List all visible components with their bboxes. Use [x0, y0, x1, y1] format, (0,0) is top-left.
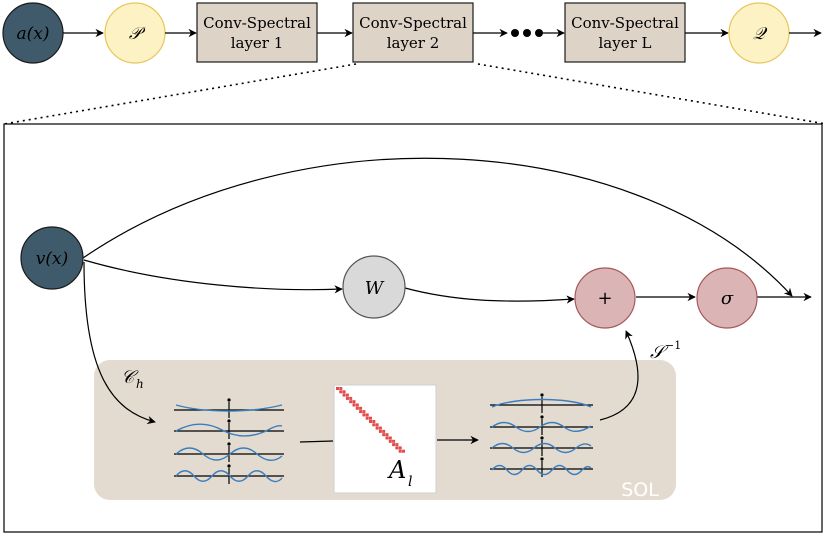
matrix-cell — [395, 446, 399, 450]
matrix-cell — [339, 387, 343, 390]
w-node: W — [342, 255, 406, 319]
matrix-cell — [365, 413, 369, 417]
matrix-cell — [382, 429, 386, 433]
layer2-index: layer 2 — [387, 34, 440, 52]
transform-subscript: h — [136, 377, 144, 391]
input-node-label: a(x) — [17, 24, 50, 44]
lift-node: 𝒫 — [104, 2, 166, 64]
matrix-cell — [388, 439, 392, 443]
matrix-cell — [336, 387, 339, 390]
matrix-cell — [342, 390, 346, 394]
matrix-cell — [349, 396, 353, 400]
matrix-subscript: l — [408, 474, 412, 490]
matrix-cell — [345, 393, 349, 397]
layerL-title: Conv-Spectral — [571, 14, 679, 32]
matrix-cell — [369, 420, 372, 423]
matrix-cell — [375, 426, 379, 430]
matrix-cell — [402, 449, 405, 453]
activation-node: σ — [696, 267, 758, 329]
matrix-cell — [392, 443, 396, 447]
matrix-cell — [362, 413, 366, 417]
w-node-label: W — [365, 278, 385, 299]
conv-spectral-layer-2: Conv-Spectral layer 2 — [352, 2, 474, 63]
matrix-cell — [362, 410, 366, 414]
matrix-cell — [349, 400, 353, 404]
basis-functions-left — [170, 397, 288, 487]
matrix-cell — [395, 443, 399, 447]
matrix-cell — [369, 416, 372, 420]
sol-label: SOL — [621, 479, 659, 501]
zoom-line-right — [477, 63, 827, 125]
matrix-cell — [388, 436, 392, 440]
matrix-cell — [398, 449, 402, 453]
matrix-cell — [372, 423, 376, 427]
matrix-cell — [378, 426, 382, 430]
pipeline: a(x) 𝒫 Conv-Spectral layer 1 Conv-Spectr… — [2, 2, 822, 64]
matrix-cell — [372, 420, 376, 423]
matrix-cell — [355, 403, 359, 407]
matrix-cell — [339, 390, 343, 394]
matrix-cell — [398, 446, 402, 450]
project-node: 𝒬 — [728, 2, 790, 64]
layerL-index: layer L — [599, 34, 652, 52]
sum-node: + — [574, 267, 636, 329]
zoom-line-left — [3, 63, 357, 125]
matrix-cell — [382, 433, 386, 437]
matrix-cell — [359, 406, 363, 410]
arrow-v-to-transform — [83, 261, 156, 425]
matrix-cell — [345, 396, 349, 400]
ellipsis-dots — [511, 29, 543, 37]
layer2-title: Conv-Spectral — [359, 14, 467, 32]
arrow-inverse-to-sum — [599, 330, 639, 421]
matrix-cell — [352, 400, 356, 404]
matrix-cell — [365, 416, 369, 420]
conv-spectral-layer-L: Conv-Spectral layer L — [564, 2, 686, 63]
v-node-label: v(x) — [36, 249, 68, 269]
spectral-matrix: A l — [333, 384, 437, 494]
matrix-cell — [355, 406, 359, 410]
basis-functions-right — [487, 393, 597, 481]
layer1-title: Conv-Spectral — [203, 14, 311, 32]
matrix-cell — [392, 439, 396, 443]
matrix-cell — [359, 410, 363, 414]
arrow-transform-to-matrix — [299, 440, 334, 443]
arrow-v-to-w — [83, 259, 343, 294]
conv-spectral-layer-1: Conv-Spectral layer 1 — [196, 2, 318, 63]
matrix-diagonal — [336, 387, 405, 453]
matrix-cell — [352, 403, 356, 407]
activation-node-label: σ — [721, 288, 734, 309]
matrix-cell — [375, 423, 379, 427]
v-node: v(x) — [20, 226, 84, 290]
arrow-w-to-sum — [404, 287, 575, 304]
matrix-cell — [342, 393, 346, 397]
matrix-cell — [385, 436, 389, 440]
matrix-cell — [378, 429, 382, 433]
matrix-symbol: A — [387, 456, 406, 484]
sum-node-label: + — [597, 288, 612, 309]
inverse-superscript: −1 — [665, 339, 681, 352]
matrix-cell — [385, 433, 389, 437]
input-node: a(x) — [2, 2, 64, 64]
project-node-label: 𝒬 — [753, 24, 768, 44]
layer1-index: layer 1 — [231, 34, 284, 52]
skip-connection-arrow — [82, 157, 793, 297]
